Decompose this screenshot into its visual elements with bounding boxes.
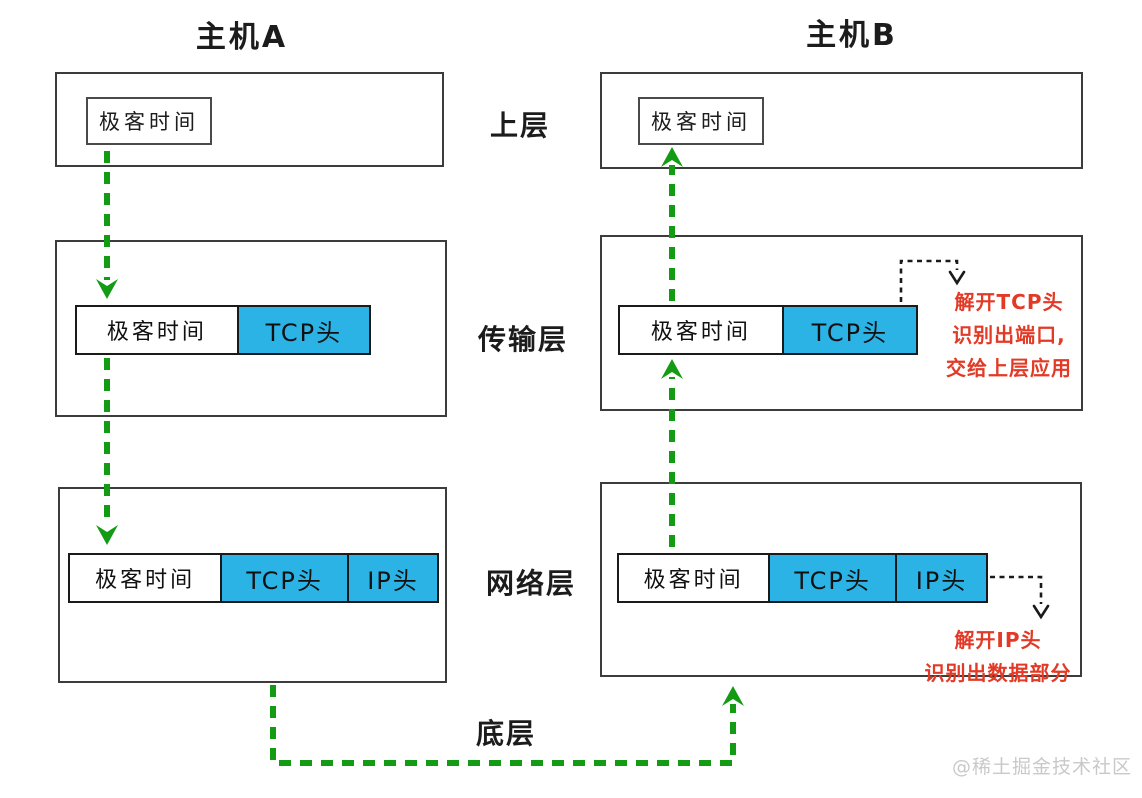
annotation-line: 识别出数据部分 (924, 661, 1072, 685)
packet-segment-payload: 极客时间 (95, 568, 196, 593)
host-b-upper-payload-box: 极客时间 (638, 97, 764, 145)
annotation-line: 解开TCP头 (954, 290, 1064, 314)
packet-segment-tcp-header: TCP头 (768, 555, 895, 601)
layer-label-transport: 传输层 (477, 323, 568, 356)
up-arrowhead-icon (722, 686, 744, 706)
annotation-network-unpack: 解开IP头 识别出数据部分 (918, 624, 1078, 690)
host-b-network-packet-bar: 极客时间 TCP头 IP头 (617, 553, 988, 603)
layer-label-network: 网络层 (485, 567, 576, 600)
layer-label-upper: 上层 (489, 109, 550, 142)
layer-label-bottom: 底层 (475, 717, 536, 750)
packet-segment-tcp-header: TCP头 (220, 555, 347, 601)
host-a-upper-payload-box: 极客时间 (86, 97, 212, 145)
annotation-line: 识别出端口, (952, 323, 1066, 347)
packet-segment-tcp-header: TCP头 (781, 307, 916, 353)
host-a-title: 主机A (195, 20, 289, 55)
host-a-network-packet-bar: 极客时间 TCP头 IP头 (68, 553, 439, 603)
packet-segment-ip-header: IP头 (346, 555, 437, 601)
packet-segment-payload: 极客时间 (650, 320, 751, 345)
packet-segment-ip-header: IP头 (894, 555, 986, 601)
annotation-transport-unpack: 解开TCP头 识别出端口, 交给上层应用 (938, 286, 1080, 385)
host-b-title: 主机B (806, 18, 898, 53)
packet-segment-tcp-header: TCP头 (236, 307, 369, 353)
annotation-line: 解开IP头 (954, 628, 1042, 652)
host-a-transport-packet-bar: 极客时间 TCP头 (75, 305, 371, 355)
watermark: @稀土掘金技术社区 (952, 756, 1133, 778)
packet-segment-payload: 极客时间 (643, 568, 744, 593)
packet-segment-payload: 极客时间 (106, 320, 207, 345)
annotation-line: 交给上层应用 (946, 356, 1072, 380)
host-b-transport-packet-bar: 极客时间 TCP头 (618, 305, 918, 355)
